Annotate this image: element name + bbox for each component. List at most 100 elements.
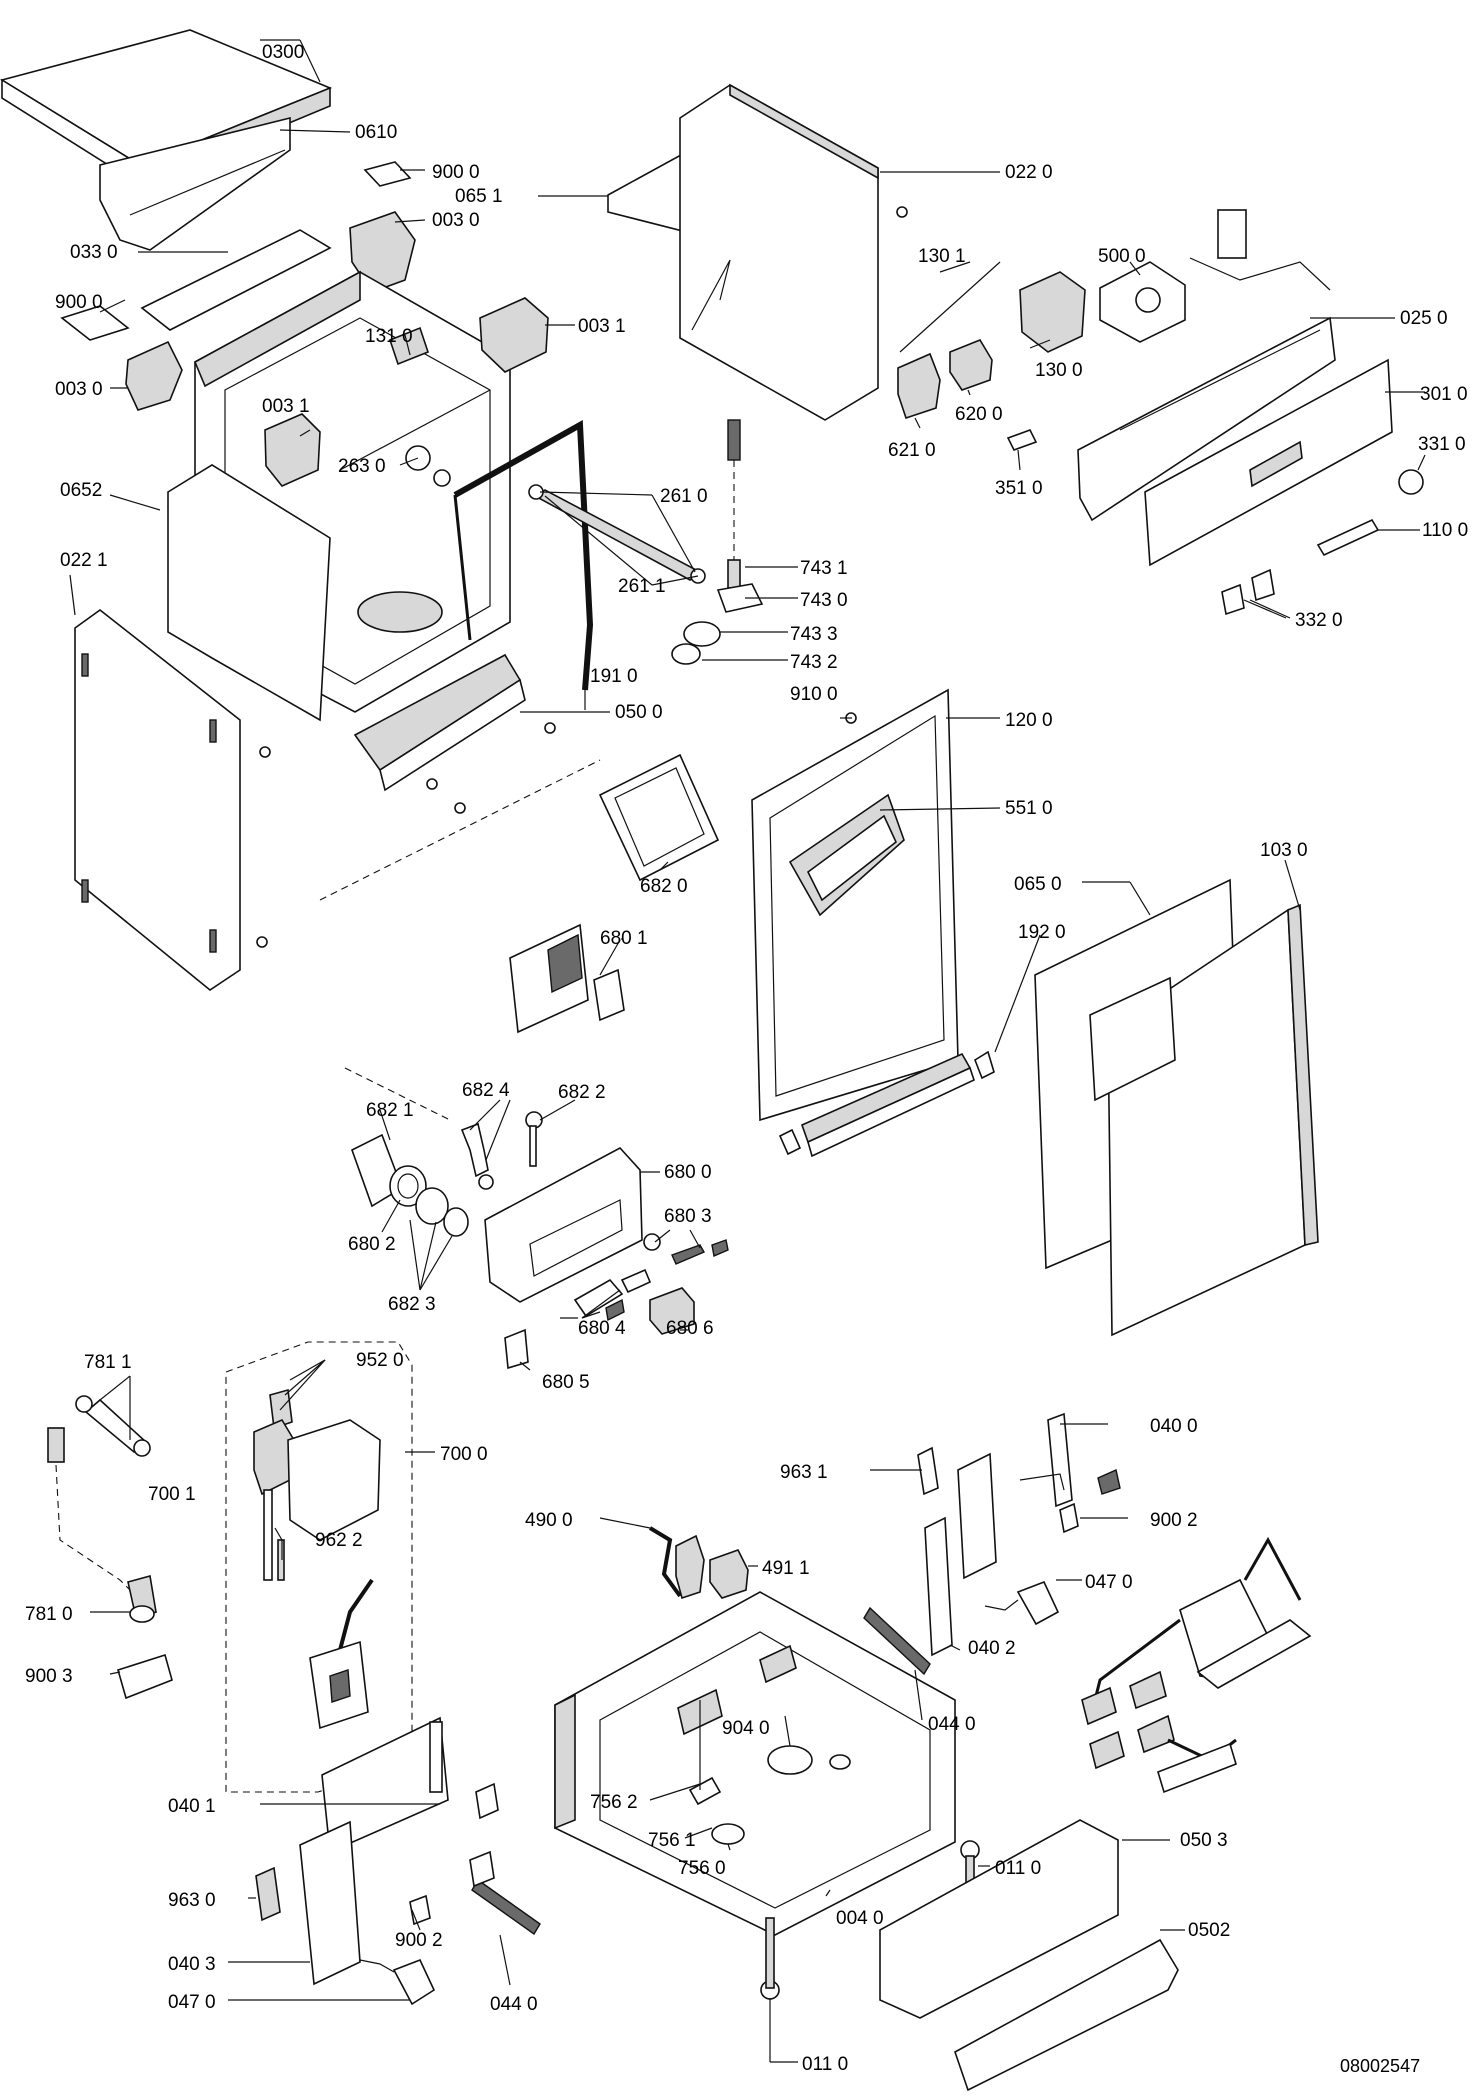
label-9002-lower: 900 2 (395, 1930, 443, 1951)
label-1910: 191 0 (590, 666, 638, 687)
label-9100: 910 0 (790, 684, 838, 705)
label-0300: 0300 (262, 42, 304, 63)
label-9003: 900 3 (25, 1666, 73, 1687)
bracket-9003 (117, 1653, 173, 1700)
label-0651: 065 1 (455, 186, 503, 207)
plug-6823 (415, 1187, 469, 1237)
clip-bracket-0401 (475, 1782, 499, 1820)
label-6200: 620 0 (955, 404, 1003, 425)
label-4900: 490 0 (525, 1510, 573, 1531)
label-7561: 756 1 (648, 1830, 696, 1851)
pump-4900 (648, 1526, 705, 1600)
label-2611: 261 1 (618, 576, 666, 597)
label-7432: 743 2 (790, 652, 838, 673)
bracket-0400 (1019, 1412, 1073, 1508)
label-0401: 040 1 (168, 1796, 216, 1817)
label-0440-upper: 044 0 (928, 1714, 976, 1735)
wire-harness-top (1189, 209, 1331, 291)
label-0652: 0652 (60, 480, 102, 501)
seal-6801 (593, 968, 625, 1022)
label-7433: 743 3 (790, 624, 838, 645)
kickplate-0502 (954, 1938, 1179, 2092)
label-0031-left: 003 1 (262, 396, 310, 417)
screw-0110-right (960, 1840, 980, 1887)
bracket-0402 (924, 1516, 953, 1657)
label-7431: 743 1 (800, 558, 848, 579)
rear-panel-0220 (679, 83, 879, 421)
label-1301: 130 1 (918, 246, 966, 267)
base-tray-0040 (554, 1591, 956, 1936)
label-0440-lower: 044 0 (490, 1994, 538, 2015)
screws-cabinet (256, 206, 908, 948)
bracket-9000-left (60, 305, 130, 341)
label-9520: 952 0 (356, 1350, 404, 1371)
spring-7810 (47, 1427, 65, 1463)
label-3310: 331 0 (1418, 434, 1466, 455)
leader-lines (69, 39, 1426, 2063)
label-1030: 103 0 (1260, 840, 1308, 861)
label-7430: 743 0 (800, 590, 848, 611)
label-9040: 904 0 (722, 1718, 770, 1739)
dispenser-body-6800 (484, 1147, 643, 1303)
hose-7810 (127, 1574, 157, 1623)
label-0031-top: 003 1 (578, 316, 626, 337)
label-1200: 120 0 (1005, 710, 1053, 731)
door-panel-1030 (1089, 903, 1319, 1337)
label-0403: 040 3 (168, 1954, 216, 1975)
label-3010: 301 0 (1420, 384, 1468, 405)
label-5510: 551 0 (1005, 798, 1053, 819)
clip-bracket-0400 (1097, 1469, 1121, 1495)
document-number: 08002547 (1340, 2056, 1420, 2076)
door-seal-1910 (453, 420, 594, 691)
label-3510: 351 0 (995, 478, 1043, 499)
label-6822: 682 2 (558, 1082, 606, 1103)
comb-0440-upper (863, 1606, 931, 1676)
fascia-3010 (1144, 358, 1393, 567)
switch-6200 (949, 339, 993, 391)
label-0610: 0610 (355, 122, 397, 143)
label-9000-top: 900 0 (432, 162, 480, 183)
label-6804: 680 4 (578, 1318, 626, 1339)
label-6210: 621 0 (888, 440, 936, 461)
hinge-0030-left (125, 340, 183, 411)
plate-6805 (504, 1328, 529, 1370)
label-1920: 192 0 (1018, 922, 1066, 943)
bracket-pair-3320 (1221, 568, 1275, 616)
bracket-0403 (299, 1820, 361, 1986)
frame-6820 (598, 753, 720, 882)
label-1100: 110 0 (1422, 520, 1468, 541)
base-bar-0500 (353, 653, 526, 792)
label-0040: 004 0 (836, 1908, 884, 1929)
ring-6802 (389, 1165, 427, 1207)
bracket-9631 (917, 1446, 997, 1580)
label-0030-left: 003 0 (55, 379, 103, 400)
label-0402: 040 2 (968, 1638, 1016, 1659)
insulation-0330 (140, 229, 332, 331)
label-6801: 680 1 (600, 928, 648, 949)
side-insulation-0652 (167, 464, 331, 722)
sensor-0470-upper (984, 1580, 1060, 1626)
label-6806: 680 6 (666, 1318, 714, 1339)
pin-6824 (460, 1122, 494, 1190)
label-7560: 756 0 (678, 1858, 726, 1879)
label-0220: 022 0 (1005, 162, 1053, 183)
label-9002-upper: 900 2 (1150, 1510, 1198, 1531)
main-control-5000 (1099, 261, 1186, 343)
label-1310: 131 0 (365, 326, 413, 347)
label-5000: 500 0 (1098, 246, 1146, 267)
label-9622: 962 2 (315, 1530, 363, 1551)
dispenser-cover-6801 (509, 923, 589, 1034)
pin-6822 (525, 1111, 543, 1167)
hose-7811 (75, 1395, 151, 1457)
door-handle-5510 (788, 793, 905, 917)
label-6802: 680 2 (348, 1234, 396, 1255)
label-1300: 130 0 (1035, 360, 1083, 381)
bracket-0401 (321, 1716, 449, 1854)
fill-pipe-7430 (671, 419, 764, 665)
bottom-seal-1920 (778, 1050, 995, 1158)
inner-door-1200 (751, 688, 959, 1122)
label-0500: 050 0 (615, 702, 663, 723)
handle-1100 (1316, 518, 1380, 557)
hinge-cover-0031-right (479, 297, 549, 373)
worktop-support-0610 (99, 116, 291, 251)
